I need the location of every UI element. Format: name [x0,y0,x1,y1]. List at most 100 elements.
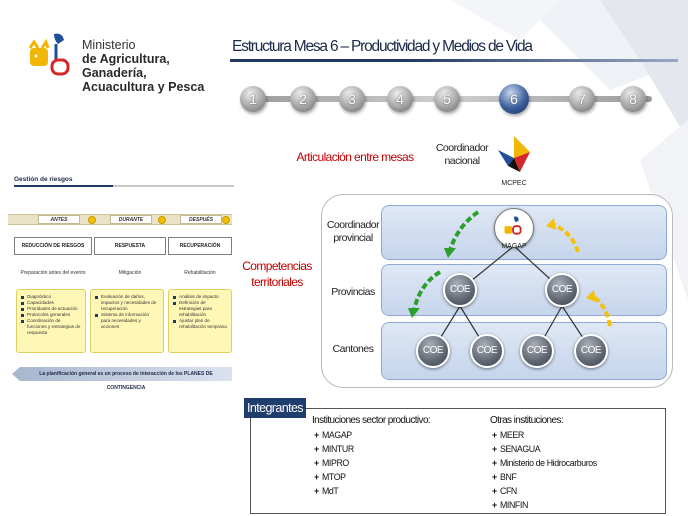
stage-subtitle: Rehabilitación [184,270,216,276]
competencias-label: Competencias territoriales [242,259,312,289]
institution-name: MIPRO [322,458,349,468]
stage-subtitle: Preparación antes del evento [20,270,86,276]
band-provincias [381,264,667,316]
coe-node-canton-3: COE [520,334,554,368]
institution-name: MINTUR [322,444,354,454]
list-item: Sistema de información para necesidades … [95,312,159,330]
other-institutions-column: Otras instituciones: +MEER+SENAGUA+Minis… [490,414,597,512]
list-item: +MdT [312,484,430,498]
step-2[interactable]: 2 [290,86,316,112]
risk-management-panel: Gestión de riesgos ANTES DURANTE DESPUÉS… [8,174,234,391]
stage-box-recuperacion: Análisis de impacto Definición de estrat… [168,289,232,353]
plus-icon: + [492,472,497,482]
step-7[interactable]: 7 [569,86,595,112]
list-item: Definición de estrategias para rehabilit… [173,300,227,318]
step-1[interactable]: 1 [240,86,266,112]
stage-box-reduccion: Diagnóstico Capacidades Prioridades de a… [16,289,86,353]
slide-title: Estructura Mesa 6 – Productividad y Medi… [232,38,533,55]
list-item: +MINFIN [490,498,597,512]
ministry-logo: Ministerio de Agricultura, Ganadería, Ac… [28,30,228,94]
logo-line-2: de Agricultura, Ganadería, [82,52,170,80]
logo-line-1: Ministerio [82,38,136,52]
timeline-dot [88,216,96,224]
phase-antes: ANTES [38,215,80,224]
list-item: Diagnóstico [21,294,81,300]
plus-icon: + [314,458,319,468]
stage-recuperacion: RECUPERACIÓN [168,237,232,255]
magap-logo-icon [28,33,70,76]
logo-line-3: Acuacultura y Pesca [82,80,205,94]
articulacion-label: Articulación entre mesas [296,150,415,164]
plus-icon: + [492,500,497,510]
integrantes-box [250,408,666,514]
institution-name: MdT [322,486,339,496]
integrantes-header: Integrantes [244,398,306,418]
coe-node-canton-4: COE [574,334,608,368]
institution-name: Ministerio de Hidrocarburos [500,458,597,468]
title-underline [230,59,678,62]
column-title: Instituciones sector productivo: [312,415,431,426]
institution-name: MINFIN [500,500,528,510]
plus-icon: + [492,444,497,454]
contingency-banner: La planificación general es un proceso d… [12,367,232,391]
magap-label: MAGAP [501,243,527,250]
list-item: +BNF [490,470,597,484]
productive-sector-column: Instituciones sector productivo: +MAGAP+… [312,414,431,498]
plus-icon: + [314,430,319,440]
mcpec-label: MCPEC [501,180,527,187]
list-item: +MEER [490,428,597,442]
institution-name: SENAGUA [500,444,541,454]
stage-box-respuesta: Evaluación de daños, impactos y necesida… [90,289,164,353]
list-item: +MIPRO [312,456,430,470]
level-cantones-label: Cantones [332,343,374,355]
list-item: Ajustar plan de rehabilitación temprana [173,318,227,329]
phase-despues: DESPUÉS [180,215,222,224]
step-4[interactable]: 4 [387,86,413,112]
level-provincial-label: Coordinador provincial [326,219,380,244]
magap-node [494,208,534,248]
timeline-dot [222,216,230,224]
plus-icon: + [492,458,497,468]
magap-logo-icon [504,216,522,235]
column-title: Otras instituciones: [490,415,564,426]
level-provincias-label: Provincias [331,286,375,298]
list-item: +SENAGUA [490,442,597,456]
coe-node-canton-1: COE [416,334,450,368]
stage-reduccion: REDUCCIÓN DE RIESGOS [14,237,92,255]
list-item: +CFN [490,484,597,498]
list-item: +MTOP [312,470,430,484]
step-6[interactable]: 6 [499,84,529,114]
logo-wordmark: Ministerio de Agricultura, Ganadería, Ac… [82,38,228,94]
institution-name: MAGAP [322,430,352,440]
list-item: +Ministerio de Hidrocarburos [490,456,597,470]
stage-respuesta: RESPUESTA [94,237,166,255]
list-item: Coordinación de funciones y estrategias … [21,318,81,335]
risk-panel-title: Gestión de riesgos [14,176,73,183]
list-item: Prioridades de actuación [21,306,81,312]
other-institutions-list: +MEER+SENAGUA+Ministerio de Hidrocarburo… [490,428,597,512]
timeline-dot [158,216,166,224]
step-5[interactable]: 5 [434,86,460,112]
institution-name: MTOP [322,472,346,482]
list-item: +MAGAP [312,428,430,442]
coe-node-canton-2: COE [470,334,504,368]
plus-icon: + [314,444,319,454]
coordinador-nacional-label: Coordinador nacional [435,142,489,167]
list-item: Protocolos generales [21,312,81,318]
list-item: Capacidades [21,300,81,306]
plus-icon: + [314,486,319,496]
coe-node-provincia-1: COE [443,273,477,307]
institution-name: BNF [500,472,517,482]
institution-name: MEER [500,430,524,440]
list-item: +MINTUR [312,442,430,456]
plus-icon: + [492,486,497,496]
list-item: Evaluación de daños, impactos y necesida… [95,294,159,312]
institution-name: CFN [500,486,517,496]
plus-icon: + [492,430,497,440]
coe-node-provincia-2: COE [545,273,579,307]
plus-icon: + [314,472,319,482]
step-3[interactable]: 3 [339,86,365,112]
step-8[interactable]: 8 [620,86,646,112]
mcpec-logo-icon [498,136,530,172]
